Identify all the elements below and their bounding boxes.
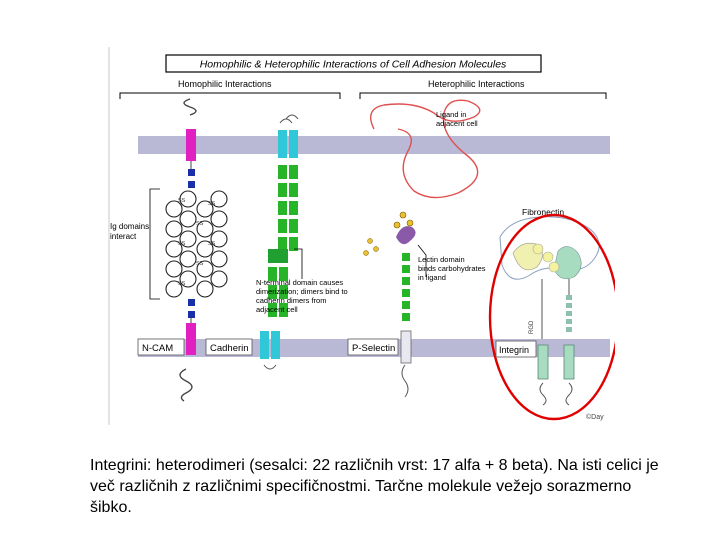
svg-text:SS: SS xyxy=(208,201,216,207)
svg-text:SS: SS xyxy=(178,281,186,287)
title-box: Homophilic & Heterophilic Interactions o… xyxy=(166,55,541,72)
svg-text:SS: SS xyxy=(178,241,186,247)
rgd-label: RGD xyxy=(529,320,535,334)
ig-note-line: Ig domains xyxy=(110,222,149,231)
cam-diagram: Homophilic & Heterophilic Interactions o… xyxy=(108,47,615,425)
ncam-label: N-CAM xyxy=(142,343,173,354)
cadherin-label-box: Cadherin xyxy=(206,339,252,355)
credit-text: ©Day xyxy=(586,413,604,421)
integrin-label-box: Integrin xyxy=(496,341,536,357)
ncam-label-box: N-CAM xyxy=(138,339,184,355)
svg-text:SS: SS xyxy=(178,198,186,204)
heterophilic-header: Heterophilic Interactions xyxy=(428,79,525,89)
pselectin-label: P-Selectin xyxy=(352,343,395,354)
cadherin-label: Cadherin xyxy=(210,343,249,354)
upper-membrane xyxy=(138,136,610,154)
integrin-label: Integrin xyxy=(499,345,529,355)
diagram-title: Homophilic & Heterophilic Interactions o… xyxy=(200,59,507,71)
pselectin-label-box: P-Selectin xyxy=(348,339,398,355)
svg-text:SS: SS xyxy=(196,261,204,267)
homophilic-header: Homophilic Interactions xyxy=(178,79,272,89)
caption-text: Integrini: heterodimeri (sesalci: 22 raz… xyxy=(90,455,660,518)
svg-text:SS: SS xyxy=(196,221,204,227)
svg-text:SS: SS xyxy=(208,241,216,247)
